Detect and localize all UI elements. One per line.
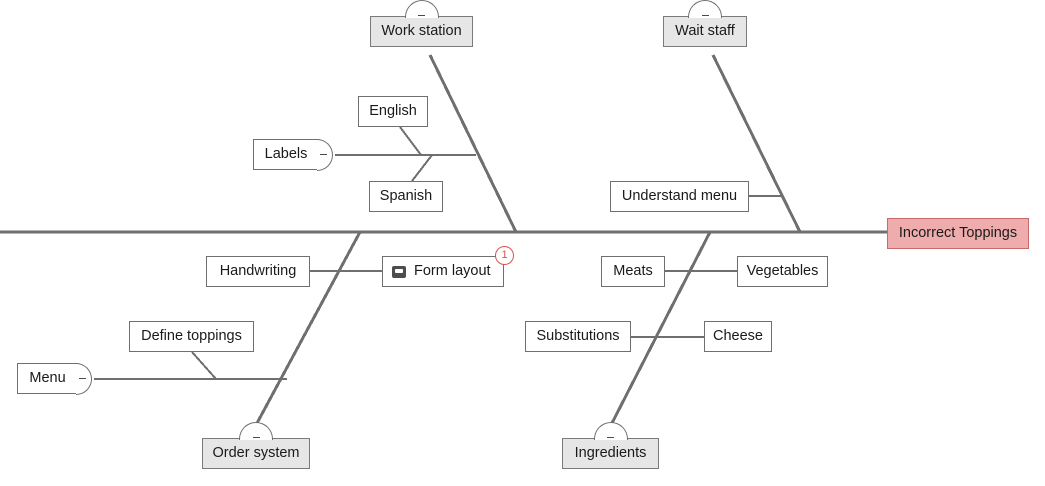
node-label-cheese: Cheese: [713, 328, 763, 345]
minus-icon: [319, 154, 327, 155]
node-label-ingredients: Ingredients: [574, 445, 647, 462]
node-handwriting[interactable]: Handwriting: [206, 256, 310, 287]
node-order-system[interactable]: Order system: [202, 422, 310, 469]
node-label-wait-staff: Wait staff: [675, 23, 735, 40]
node-labels[interactable]: Labels: [253, 138, 333, 171]
node-ingredients[interactable]: Ingredients: [562, 422, 659, 469]
connector-english: [399, 126, 422, 156]
node-english[interactable]: English: [358, 96, 428, 127]
minus-icon: [252, 437, 260, 438]
minus-icon: [607, 437, 614, 438]
node-meats[interactable]: Meats: [601, 256, 665, 287]
node-substitutions[interactable]: Substitutions: [525, 321, 631, 352]
comment-badge-form-layout[interactable]: 1: [495, 246, 514, 265]
node-label-order-system: Order system: [212, 445, 300, 462]
node-label-substitutions: Substitutions: [536, 328, 620, 345]
node-label-define-toppings: Define toppings: [141, 328, 242, 345]
bone-work-station: [428, 54, 518, 233]
node-label-english: English: [369, 103, 417, 120]
node-label-handwriting: Handwriting: [219, 263, 297, 280]
connector-spanish: [411, 154, 433, 182]
node-label-head: Incorrect Toppings: [898, 225, 1018, 242]
node-label-labels: Labels: [264, 146, 308, 163]
node-spanish[interactable]: Spanish: [369, 181, 443, 212]
minus-icon: [418, 15, 425, 16]
node-understand-menu[interactable]: Understand menu: [610, 181, 749, 212]
minus-icon: [701, 15, 709, 16]
node-cheese[interactable]: Cheese: [704, 321, 772, 352]
node-define-toppings[interactable]: Define toppings: [129, 321, 254, 352]
node-label-form-layout: Form layout: [414, 263, 491, 280]
bone-ingredients: [609, 231, 712, 426]
bone-wait-staff: [711, 54, 802, 233]
node-label-meats: Meats: [613, 263, 653, 280]
node-label-spanish: Spanish: [379, 188, 433, 205]
node-label-understand-menu: Understand menu: [621, 188, 738, 205]
node-label-vegetables: Vegetables: [746, 263, 819, 280]
note-icon: [392, 265, 406, 278]
node-work-station[interactable]: Work station: [370, 0, 473, 47]
node-vegetables[interactable]: Vegetables: [737, 256, 828, 287]
node-menu[interactable]: Menu: [17, 362, 92, 395]
node-label-work-station: Work station: [381, 23, 462, 40]
connector-define-toppings: [191, 351, 217, 380]
minus-icon: [78, 378, 86, 379]
bone-order-system: [254, 231, 362, 426]
node-wait-staff[interactable]: Wait staff: [663, 0, 747, 47]
node-head[interactable]: Incorrect Toppings: [887, 218, 1029, 249]
node-label-menu: Menu: [29, 370, 66, 387]
